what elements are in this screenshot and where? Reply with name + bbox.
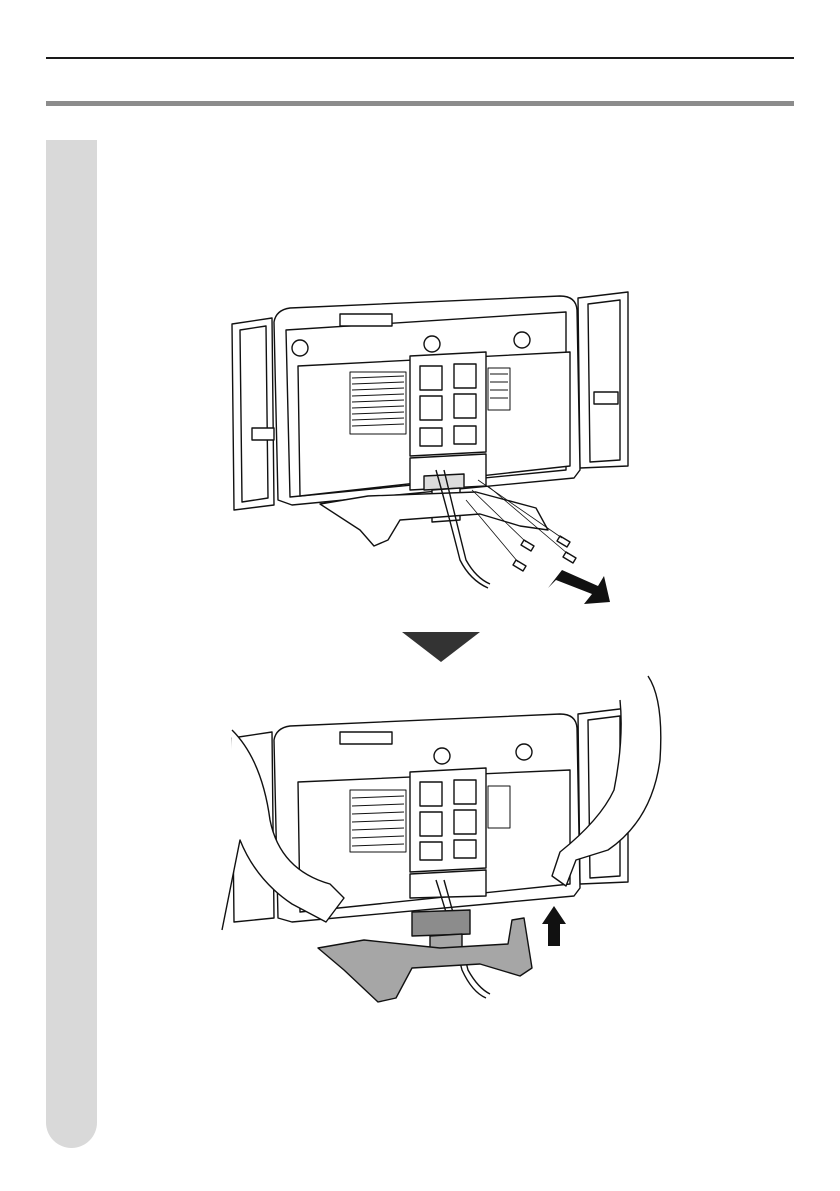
lift-off-stand-figure [0,0,840,1020]
lift-up-arrow [542,906,566,946]
